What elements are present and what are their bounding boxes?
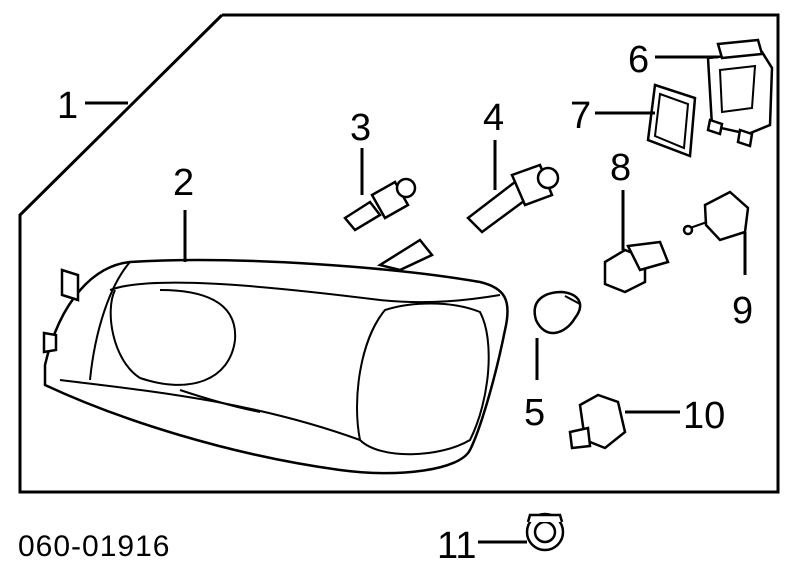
callout-8: 8 [610,147,631,189]
leader-lines [85,55,747,544]
callout-9: 9 [732,290,753,332]
callout-6: 6 [628,39,649,81]
callout-7: 7 [570,95,591,137]
part-code: 060-01916 [18,530,170,563]
bulb-3 [343,177,417,232]
callouts: 1 2 3 4 5 6 7 8 9 10 11 [57,39,753,566]
callout-10: 10 [683,395,725,437]
socket-8 [603,240,670,294]
clip-11 [525,512,565,552]
callout-2: 2 [173,162,194,204]
connector-10 [568,393,627,450]
headlamp-housing [42,238,509,475]
bracket-6 [706,38,774,148]
callout-1: 1 [57,85,78,127]
assembly-frame [18,13,780,494]
connector-9 [682,190,750,242]
bulb-5 [533,290,582,335]
callout-11: 11 [437,525,476,566]
gasket-7 [646,83,697,158]
bulb-4 [466,163,560,234]
callout-5: 5 [524,392,545,434]
callout-3: 3 [350,107,371,149]
callout-4: 4 [483,97,504,139]
